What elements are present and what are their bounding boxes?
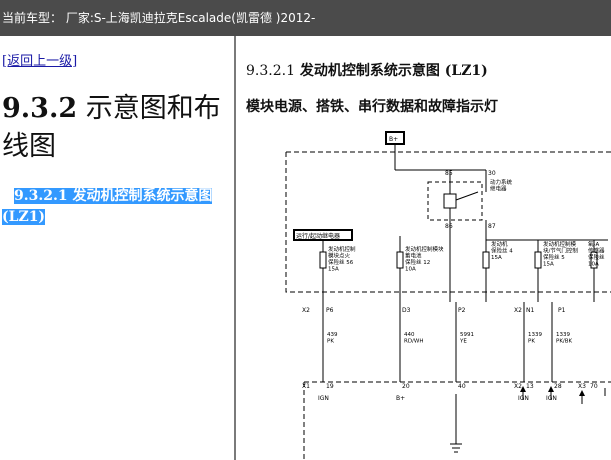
ecm-battery-fuse xyxy=(396,251,404,269)
label-ign-3: IGN xyxy=(546,395,557,402)
conn-x2-mid: X2 xyxy=(514,307,522,314)
pin-70: 70 xyxy=(590,383,598,390)
section-number: 9.3.2 xyxy=(2,93,78,124)
section-heading: 9.3.2 示意图和布线图 xyxy=(2,90,232,166)
relay-pin-85: 85 xyxy=(445,170,453,177)
pin-p1: P1 xyxy=(558,307,566,314)
relay-pin-87: 87 xyxy=(488,223,496,230)
section-heading-text: 示意图和布线图 xyxy=(2,93,221,162)
window-title-bar: 当前车型： 厂家:S-上海凯迪拉克Escalade(凯雷德 )2012- xyxy=(0,0,611,36)
vehicle-model-text: 当前车型： 厂家:S-上海凯迪拉克Escalade(凯雷德 )2012- xyxy=(2,11,316,25)
document-title-text: 发动机控制系统示意图 (LZ1) xyxy=(294,63,488,79)
powertrain-relay-box xyxy=(427,181,483,221)
relay-label: 动力系统继电器 xyxy=(490,178,513,193)
pin-19: 19 xyxy=(326,383,334,390)
pin-40: 40 xyxy=(458,383,466,390)
document-title: 9.3.2.1 发动机控制系统示意图 (LZ1) xyxy=(246,60,488,80)
ecm-ignition-fuse xyxy=(319,251,327,269)
pin-p2: P2 xyxy=(458,307,466,314)
document-title-number: 9.3.2.1 xyxy=(246,63,295,79)
pin-n1: N1 xyxy=(526,307,534,314)
document-subtitle: 模块电源、搭铁、串行数据和故障指示灯 xyxy=(246,99,498,115)
selected-subsection-link[interactable]: 9.3.2.1 发动机控制系统示意图 (LZ1) xyxy=(2,186,228,228)
relay-pin-86: 86 xyxy=(445,223,453,230)
run-crank-relay-label: 运行/起动继电器 xyxy=(296,232,340,240)
conn-x3: X3 xyxy=(578,383,586,390)
conn-x1: X1 xyxy=(302,383,310,390)
navigation-pane: [返回上一级] 9.3.2 示意图和布线图 9.3.2.1 发动机控制系统示意图… xyxy=(0,36,236,460)
label-b-plus-ecm: B+ xyxy=(396,395,405,402)
pin-d3: D3 xyxy=(402,307,411,314)
label-ign-1: IGN xyxy=(318,395,329,402)
engine-fuse-5 xyxy=(534,251,542,269)
label-ign-2: IGN xyxy=(518,395,529,402)
pin-p6: P6 xyxy=(326,307,334,314)
wiring-diagram: B+ 85 30 86 87 运行/起动继电器 X2 P6 D3 P2 X2 N… xyxy=(285,131,611,460)
pin-20: 20 xyxy=(402,383,410,390)
relay-coil xyxy=(443,193,457,209)
document-pane: 9.3.2.1 发动机控制系统示意图 (LZ1) 模块电源、搭铁、串行数据和故障… xyxy=(238,36,611,460)
back-up-level-link[interactable]: [返回上一级] xyxy=(2,54,78,69)
pin-28: 28 xyxy=(554,383,562,390)
relay-pin-30: 30 xyxy=(488,170,496,177)
engine-fuse-4 xyxy=(482,251,490,269)
pin-13: 13 xyxy=(526,383,534,390)
b-plus-label: B+ xyxy=(389,136,398,143)
conn-x2-bot: X2 xyxy=(514,383,522,390)
selected-subsection-number: 9.3.2.1 xyxy=(14,188,68,204)
conn-x2-top: X2 xyxy=(302,307,310,314)
